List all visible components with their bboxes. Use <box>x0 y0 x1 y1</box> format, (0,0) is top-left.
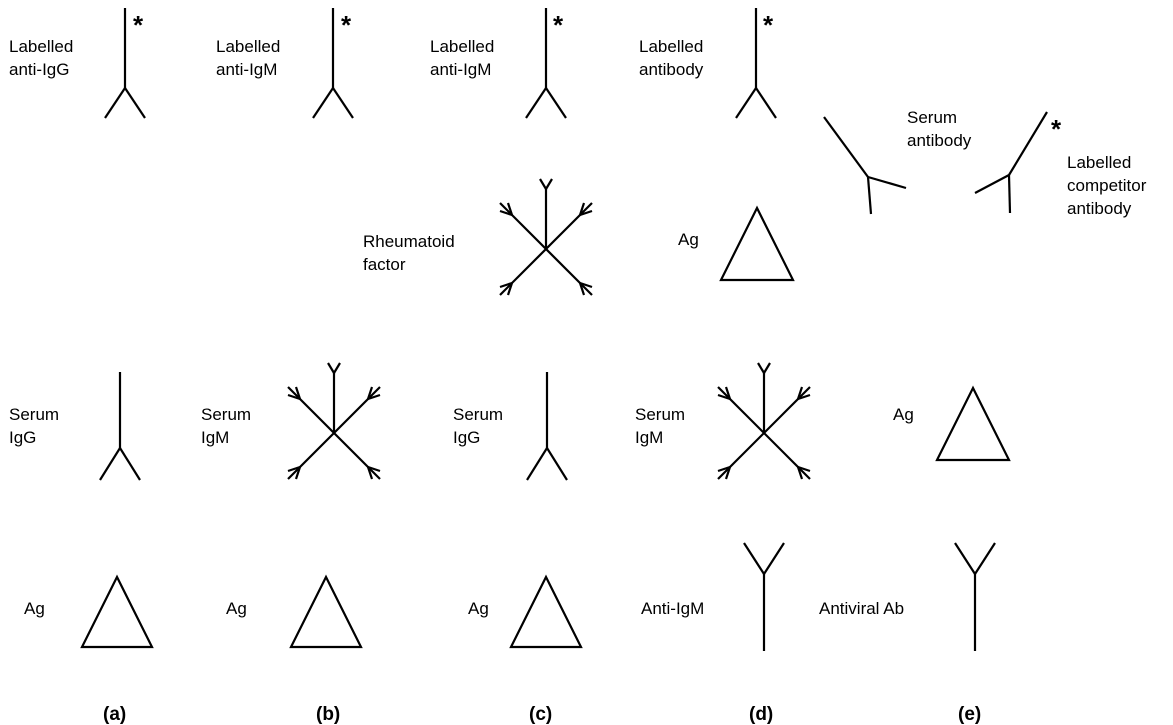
antigen-triangle-icon <box>80 574 154 649</box>
label-c-rf-line2: factor <box>363 255 406 274</box>
antigen-triangle-icon <box>509 574 583 649</box>
label-marker-asterisk: * <box>553 10 564 40</box>
label-b-top-line1: Labelled <box>216 37 280 56</box>
label-d-anti-igm: Anti-IgM <box>641 599 704 618</box>
labelled-anti-igm-antibody-icon <box>525 8 567 119</box>
serum-igg-antibody-icon <box>526 372 568 481</box>
label-a-top-line1: Labelled <box>9 37 73 56</box>
caption-e: (e) <box>958 704 981 725</box>
label-c-antigen: Ag <box>468 599 489 618</box>
antigen-triangle-icon <box>935 385 1011 462</box>
label-c-top-line1: Labelled <box>430 37 494 56</box>
label-a-mid-line1: Serum <box>9 405 59 424</box>
label-marker-asterisk: * <box>341 10 352 40</box>
labelled-competitor-antibody-icon <box>974 111 1048 214</box>
label-d-top-line2: antibody <box>639 60 704 79</box>
label-c-mid-line2: IgG <box>453 428 480 447</box>
label-e-serum-line1: Serum <box>907 108 957 127</box>
labelled-anti-igg-antibody-icon <box>104 8 146 119</box>
panel-a: Labelled anti-IgG * Serum IgG Ag (a) <box>9 8 154 725</box>
label-e-competitor-line3: antibody <box>1067 199 1132 218</box>
label-marker-asterisk: * <box>763 10 774 40</box>
caption-a: (a) <box>103 704 126 725</box>
label-e-antiviral: Antiviral Ab <box>819 599 904 618</box>
label-marker-asterisk: * <box>133 10 144 40</box>
panel-b: Labelled anti-IgM * Serum IgM Ag <box>201 8 381 725</box>
panel-e: Serum antibody * Labelled competitor ant… <box>819 108 1147 725</box>
label-b-mid-line1: Serum <box>201 405 251 424</box>
label-c-top-line2: anti-IgM <box>430 60 491 79</box>
label-d-mid-line1: Serum <box>635 405 685 424</box>
panel-d: Labelled antibody * Ag Serum IgM <box>635 8 811 725</box>
antigen-triangle-icon <box>719 205 795 282</box>
serum-antibody-icon <box>823 116 907 215</box>
anti-igm-antibody-icon <box>743 542 785 651</box>
antigen-triangle-icon <box>289 574 363 649</box>
label-d-mid-line2: IgM <box>635 428 663 447</box>
caption-c: (c) <box>529 704 552 725</box>
label-c-mid-line1: Serum <box>453 405 503 424</box>
label-a-antigen: Ag <box>24 599 45 618</box>
label-e-antigen: Ag <box>893 405 914 424</box>
label-a-top-line2: anti-IgG <box>9 60 69 79</box>
labelled-anti-igm-antibody-icon <box>312 8 354 119</box>
antiviral-antibody-icon <box>954 542 996 651</box>
caption-d: (d) <box>749 704 773 725</box>
label-b-antigen: Ag <box>226 599 247 618</box>
label-e-serum-line2: antibody <box>907 131 972 150</box>
label-b-top-line2: anti-IgM <box>216 60 277 79</box>
label-e-competitor-line1: Labelled <box>1067 153 1131 172</box>
label-b-mid-line2: IgM <box>201 428 229 447</box>
rheumatoid-factor-pentamer-icon <box>499 178 593 296</box>
label-a-mid-line2: IgG <box>9 428 36 447</box>
label-e-competitor-line2: competitor <box>1067 176 1147 195</box>
label-marker-asterisk: * <box>1051 114 1062 144</box>
label-c-rf-line1: Rheumatoid <box>363 232 455 251</box>
serum-igm-pentamer-icon <box>717 362 811 480</box>
serum-igg-antibody-icon <box>99 372 141 481</box>
labelled-antibody-icon <box>735 8 777 119</box>
panel-c: Labelled anti-IgM * Rheumatoid factor Se… <box>363 8 593 725</box>
caption-b: (b) <box>316 704 340 725</box>
serum-igm-pentamer-icon <box>287 362 381 480</box>
label-d-top-line1: Labelled <box>639 37 703 56</box>
label-d-antigen: Ag <box>678 230 699 249</box>
